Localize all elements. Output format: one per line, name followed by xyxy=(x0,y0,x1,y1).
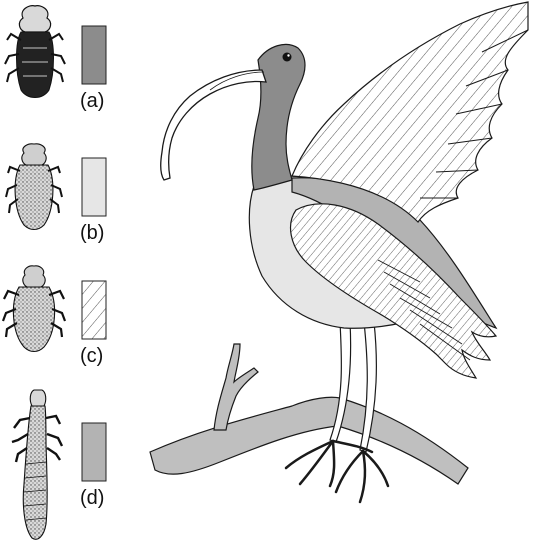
louse-d xyxy=(12,390,62,539)
swatch-b xyxy=(82,158,106,216)
label-b: (b) xyxy=(80,222,104,244)
label-d: (d) xyxy=(80,487,104,509)
louse-a-body xyxy=(17,32,54,98)
branch xyxy=(150,344,468,484)
louse-b xyxy=(6,144,62,230)
label-a: (a) xyxy=(80,90,104,112)
label-c: (c) xyxy=(80,345,103,367)
swatch-d xyxy=(82,423,106,481)
ibis-legs xyxy=(330,322,376,452)
ibis-eye xyxy=(283,53,292,62)
louse-a-head xyxy=(19,6,50,32)
louse-c xyxy=(3,266,65,352)
swatch-c xyxy=(82,281,106,339)
swatch-a xyxy=(82,26,106,84)
ibis-bill xyxy=(161,70,266,180)
ibis-feet xyxy=(286,441,388,502)
louse-a xyxy=(5,6,65,98)
